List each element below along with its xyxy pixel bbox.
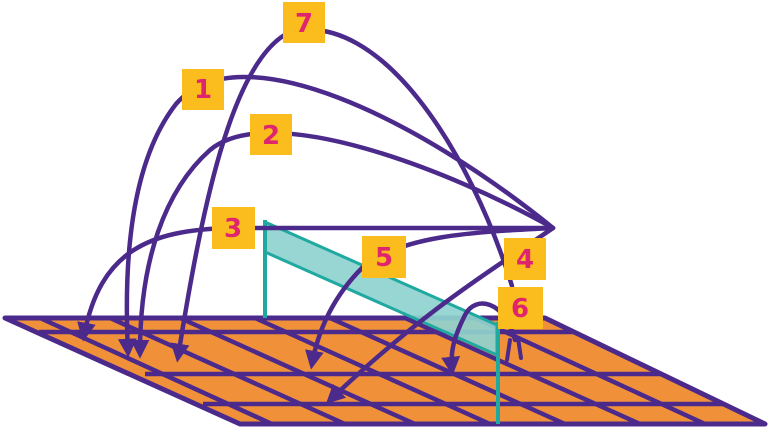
court: [2, 315, 768, 427]
trajectory-2: [130, 130, 556, 359]
court-line: [179, 315, 416, 427]
label-box: [504, 238, 546, 280]
label-text: 1: [194, 75, 212, 105]
label-7: 7: [283, 2, 325, 43]
label-6: 6: [498, 287, 543, 329]
court-line: [254, 315, 491, 427]
racket-mark: [516, 336, 523, 360]
label-text: 4: [516, 245, 534, 275]
court-surface: [2, 315, 768, 427]
label-box: [283, 2, 325, 43]
court-line: [404, 315, 641, 427]
label-5: 5: [362, 236, 406, 278]
net: [263, 219, 500, 424]
label-box: [212, 207, 255, 249]
label-text: 2: [262, 121, 280, 151]
label-box: [362, 236, 406, 278]
label-text: 5: [375, 243, 393, 273]
label-1: 1: [182, 69, 224, 110]
label-box: [498, 287, 543, 329]
label-4: 4: [504, 238, 546, 280]
label-text: 6: [511, 294, 529, 324]
label-text: 3: [224, 214, 242, 244]
shot-labels: 1 2 3 4 5 6 7: [182, 2, 546, 329]
label-3: 3: [212, 207, 255, 249]
label-text: 7: [295, 9, 313, 39]
label-2: 2: [250, 114, 292, 155]
racket-mark: [505, 338, 512, 362]
label-box: [182, 69, 224, 110]
label-box: [250, 114, 292, 155]
court-line: [109, 315, 346, 427]
trajectory-1: [117, 74, 556, 358]
shot-6-marks: [505, 336, 523, 362]
